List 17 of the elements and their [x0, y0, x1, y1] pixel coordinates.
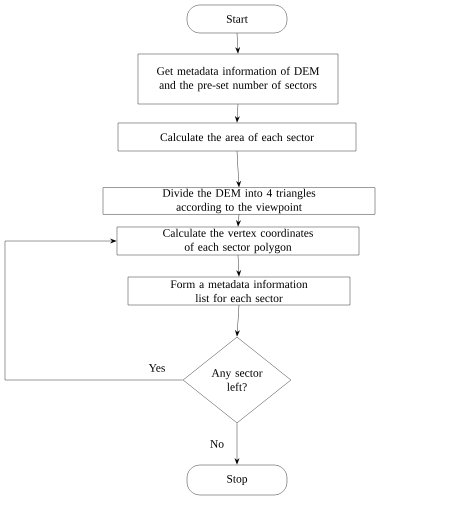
edge-label: No	[208, 439, 226, 449]
arrow	[234, 423, 240, 464]
process-box: Get metadata information of DEM and the pre-set number of sectors	[138, 54, 338, 104]
process-box: Form a metadata information list for each sector	[128, 276, 350, 306]
arrow	[234, 104, 240, 122]
edge-label: Yes	[148, 363, 166, 373]
terminal-box: Start	[186, 4, 288, 34]
process-box: Divide the DEM into 4 triangles according to the viewpoint	[102, 188, 376, 214]
terminal-box: Stop	[186, 464, 288, 496]
arrow	[4, 238, 183, 380]
arrow	[236, 151, 242, 188]
arrow	[235, 305, 240, 336]
arrow	[235, 33, 240, 54]
arrow	[236, 214, 241, 226]
arrow	[236, 255, 242, 276]
process-box: Calculate the vertex coordinates of each sector polygon	[116, 226, 360, 256]
process-box: Calculate the area of each sector	[118, 122, 356, 152]
